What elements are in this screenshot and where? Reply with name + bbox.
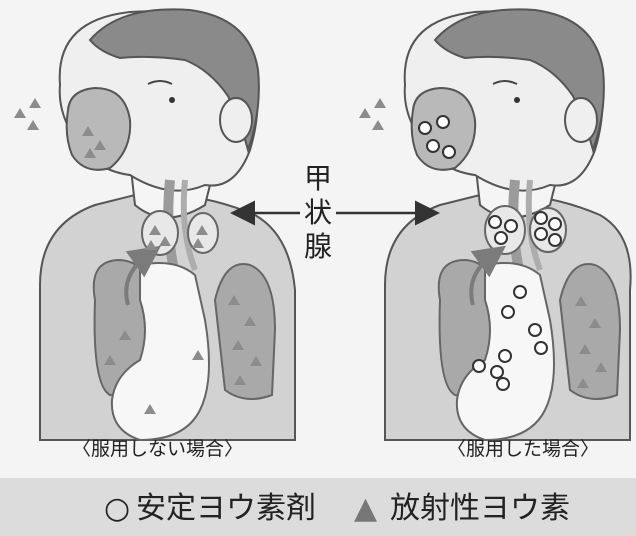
circle-marker: [535, 342, 547, 354]
circle-marker: [505, 220, 517, 232]
circle-marker: [437, 116, 449, 128]
circle-marker: [473, 360, 485, 372]
figure-with-iodine: 〈服用した場合〉: [359, 9, 631, 460]
circle-marker: [514, 286, 526, 298]
circle-marker: [535, 212, 547, 224]
triangle-marker: [29, 98, 41, 108]
thyroid-lobe-left: [485, 206, 525, 254]
triangle-marker: [14, 108, 26, 118]
triangle-marker: [372, 120, 384, 130]
circle-marker: [427, 140, 439, 152]
circle-marker: [419, 122, 431, 134]
circle-marker: [491, 366, 503, 378]
circle-marker: [502, 306, 514, 318]
circle-marker: [495, 232, 507, 244]
legend-radioactive-iodine-symbol: ▲: [354, 491, 377, 526]
eye: [514, 97, 520, 103]
circle-marker: [443, 146, 455, 158]
figure-without-iodine: 〈服用しない場合〉: [14, 9, 295, 460]
triangle-marker: [359, 108, 371, 118]
ear: [565, 98, 597, 142]
circle-marker: [549, 218, 561, 230]
eye: [169, 97, 175, 103]
caption-right: 〈服用した場合〉: [447, 438, 599, 460]
thyroid-label-char-3: 腺: [304, 230, 332, 263]
triangle-marker: [374, 98, 386, 108]
lung-right: [215, 264, 275, 399]
circle-marker: [549, 234, 561, 246]
triangle-marker: [27, 120, 39, 130]
legend: ○ 安定ヨウ素剤 ▲ 放射性ヨウ素: [104, 491, 570, 526]
lung-right: [560, 264, 620, 399]
circle-marker: [529, 324, 541, 336]
thyroid-label-char-1: 甲: [304, 162, 332, 195]
thyroid-label-char-2: 状: [304, 196, 332, 229]
circle-marker: [535, 228, 547, 240]
circle-marker: [489, 216, 501, 228]
caption-left: 〈服用しない場合〉: [72, 438, 243, 460]
mouth-cavity: [67, 88, 131, 170]
circle-marker: [497, 378, 509, 390]
legend-radioactive-iodine-label: 放射性ヨウ素: [390, 491, 570, 526]
legend-stable-iodine-symbol: ○: [104, 491, 130, 526]
ear: [220, 98, 252, 142]
legend-stable-iodine-label: 安定ヨウ素剤: [136, 491, 316, 526]
circle-marker: [499, 350, 511, 362]
